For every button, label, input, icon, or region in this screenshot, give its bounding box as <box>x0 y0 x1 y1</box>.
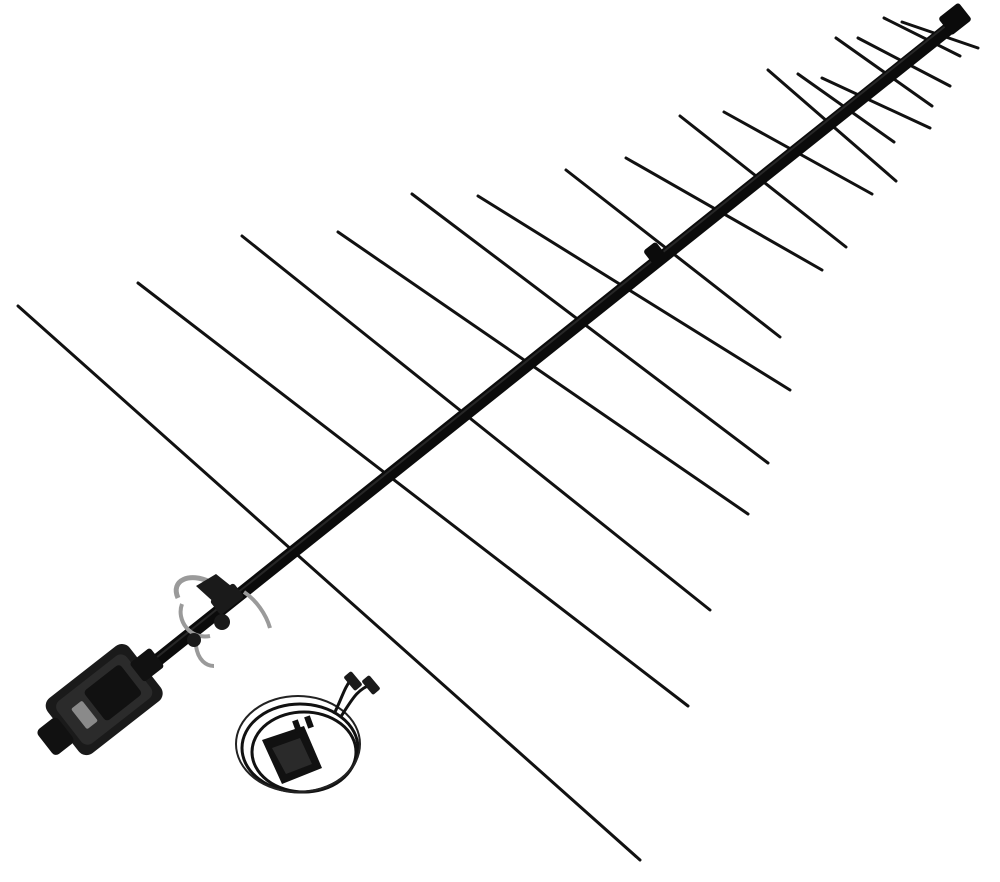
antenna-element-2 <box>136 281 690 708</box>
antenna-element-5 <box>410 192 770 465</box>
antenna-element-16 <box>882 16 962 58</box>
antenna-element-6 <box>476 194 792 392</box>
antenna-boom <box>113 3 971 697</box>
mounting-clamp <box>173 574 272 668</box>
amplifier-housing <box>37 643 164 756</box>
antenna-element-1 <box>16 304 642 862</box>
antenna-element-13 <box>820 76 932 130</box>
antenna-element-4 <box>336 230 750 516</box>
power-adapter <box>235 671 380 794</box>
antenna-elements <box>16 16 980 862</box>
antenna-element-3 <box>240 234 712 612</box>
